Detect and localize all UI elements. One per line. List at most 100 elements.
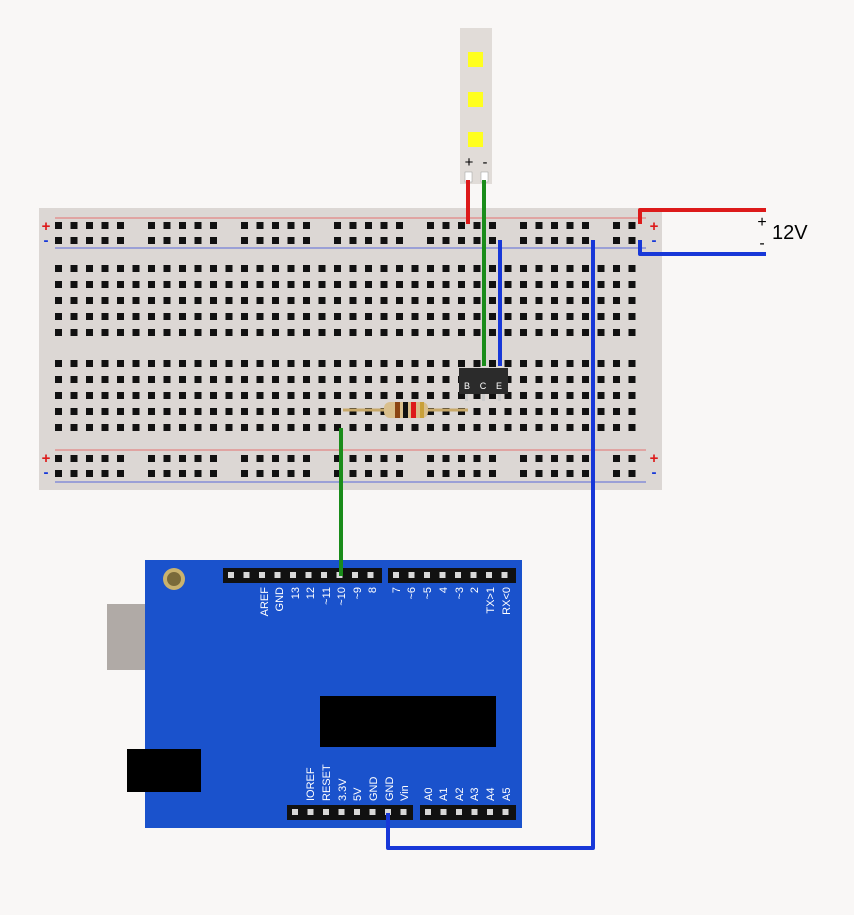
breadboard-hole — [535, 470, 543, 477]
breadboard-hole — [86, 329, 93, 336]
breadboard-hole — [303, 281, 310, 288]
breadboard-hole — [380, 455, 388, 462]
breadboard-hole — [473, 455, 481, 462]
breadboard-hole — [303, 237, 310, 244]
breadboard-hole — [179, 455, 186, 462]
breadboard-hole — [365, 424, 372, 431]
breadboard-hole — [272, 237, 279, 244]
breadboard-hole — [597, 297, 605, 304]
breadboard-hole — [55, 470, 62, 477]
breadboard-hole — [256, 329, 264, 336]
breadboard-hole — [287, 265, 295, 272]
breadboard-hole — [287, 222, 295, 229]
breadboard-hole — [613, 424, 620, 431]
breadboard-hole — [55, 313, 62, 320]
breadboard-hole — [365, 265, 372, 272]
transistor-pin-b: B — [464, 381, 470, 391]
breadboard-hole — [349, 313, 357, 320]
breadboard-hole — [597, 360, 605, 367]
led-strip-plus-label: + — [465, 154, 474, 171]
breadboard-hole — [628, 237, 636, 244]
breadboard-hole — [597, 408, 605, 415]
arduino-pcb — [145, 560, 522, 828]
breadboard-hole — [489, 329, 496, 336]
breadboard-hole — [70, 376, 78, 383]
supply-minus-label: - — [759, 235, 764, 252]
breadboard-hole — [380, 376, 388, 383]
breadboard-hole — [597, 281, 605, 288]
breadboard-hole — [551, 297, 558, 304]
breadboard-hole — [334, 470, 341, 477]
breadboard-hole — [489, 281, 496, 288]
breadboard-hole — [489, 297, 496, 304]
transistor-leg-c — [482, 394, 485, 401]
breadboard-hole — [148, 265, 155, 272]
header-pin-hole — [424, 572, 430, 578]
breadboard-hole — [582, 470, 589, 477]
breadboard-hole — [613, 360, 620, 367]
resistor — [343, 402, 468, 418]
breadboard-hole — [303, 376, 310, 383]
breadboard-hole — [148, 455, 155, 462]
breadboard-hole — [241, 281, 248, 288]
breadboard-hole — [194, 408, 202, 415]
breadboard-hole — [613, 265, 620, 272]
breadboard-hole — [520, 281, 527, 288]
breadboard-hole — [256, 313, 264, 320]
header-pin-hole — [408, 572, 415, 578]
breadboard-hole — [55, 424, 62, 431]
breadboard-hole — [489, 408, 496, 415]
breadboard-hole — [101, 281, 109, 288]
breadboard-hole — [101, 313, 109, 320]
breadboard-hole — [163, 376, 171, 383]
breadboard-hole — [396, 281, 403, 288]
breadboard-hole — [318, 329, 326, 336]
breadboard-hole — [148, 376, 155, 383]
breadboard-hole — [535, 376, 543, 383]
breadboard-hole — [566, 455, 574, 462]
breadboard-hole — [566, 392, 574, 399]
breadboard-hole — [504, 424, 512, 431]
breadboard-hole — [163, 455, 171, 462]
breadboard-hole — [427, 329, 434, 336]
breadboard-hole — [458, 360, 465, 367]
breadboard-hole — [101, 392, 109, 399]
breadboard-hole — [489, 424, 496, 431]
breadboard-hole — [55, 281, 62, 288]
supply-voltage-label: 12V — [772, 222, 808, 244]
breadboard-hole — [148, 237, 155, 244]
breadboard-hole — [566, 360, 574, 367]
breadboard-hole — [148, 392, 155, 399]
breadboard-hole — [520, 376, 527, 383]
breadboard-hole — [349, 297, 357, 304]
arduino-pin-label: 12 — [305, 587, 317, 599]
header-pin-hole — [228, 572, 234, 578]
arduino-pin-label: A5 — [501, 788, 513, 801]
header-pin-hole — [274, 572, 281, 578]
breadboard-hole — [86, 424, 93, 431]
breadboard-hole — [427, 470, 434, 477]
breadboard-hole — [55, 455, 62, 462]
breadboard-hole — [225, 297, 233, 304]
breadboard-hole — [117, 392, 124, 399]
arduino-pin-label: IOREF — [305, 767, 317, 801]
header-pin-hole — [393, 572, 399, 578]
breadboard-hole — [520, 470, 527, 477]
breadboard-hole — [210, 265, 217, 272]
breadboard-hole — [163, 329, 171, 336]
breadboard-hole — [241, 313, 248, 320]
breadboard-hole — [163, 265, 171, 272]
breadboard-hole — [194, 376, 202, 383]
led-1 — [468, 52, 483, 67]
breadboard-hole — [210, 360, 217, 367]
breadboard-hole — [303, 424, 310, 431]
breadboard-hole — [411, 376, 419, 383]
breadboard-hole — [163, 392, 171, 399]
breadboard-hole — [55, 376, 62, 383]
breadboard-hole — [473, 222, 481, 229]
resistor-band-2 — [403, 402, 408, 418]
breadboard-hole — [551, 265, 558, 272]
breadboard-hole — [489, 237, 496, 244]
breadboard-hole — [597, 424, 605, 431]
breadboard-hole — [520, 408, 527, 415]
